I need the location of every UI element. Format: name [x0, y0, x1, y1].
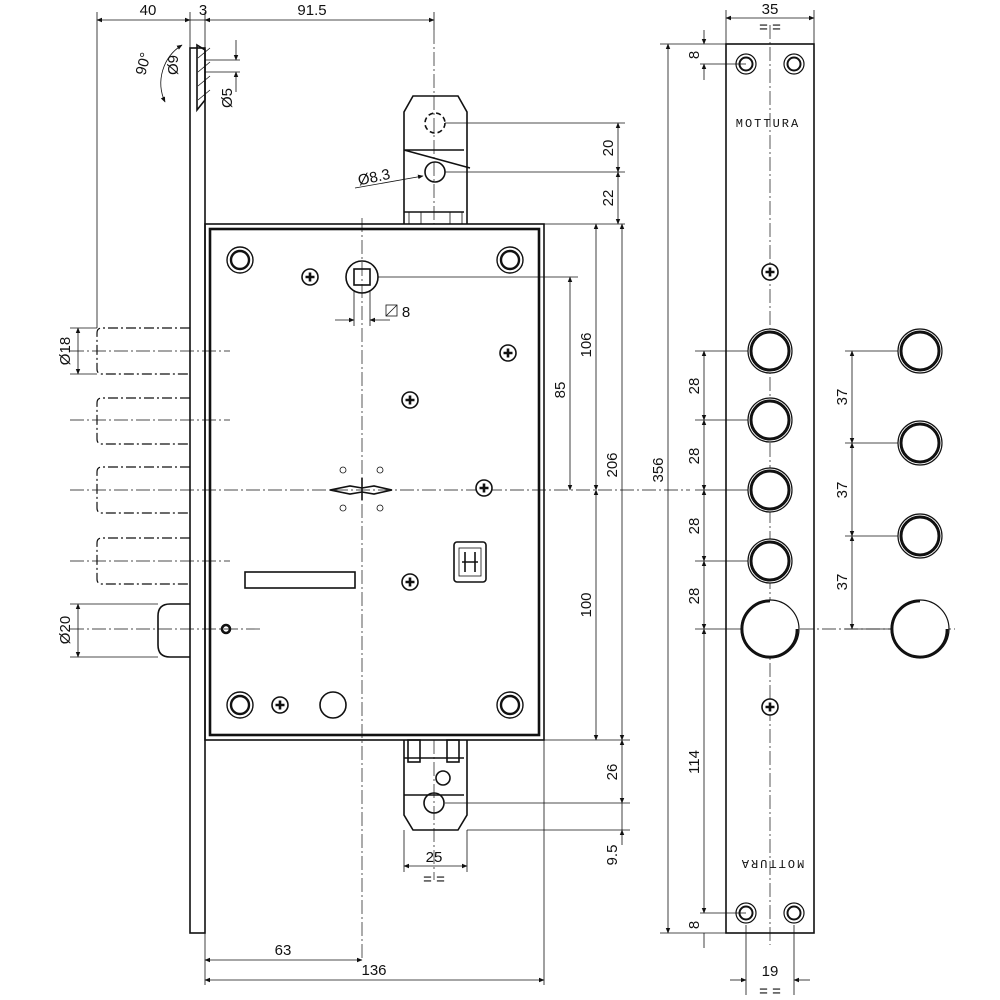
dim-dia-5: Ø5: [219, 88, 236, 108]
deadbolts: [70, 327, 230, 585]
dim-85: 85: [552, 382, 569, 399]
dim-equal-bottom: = =: [423, 871, 445, 888]
dim-backset-40: 40: [140, 2, 157, 19]
strip-hole-bottom-right: [783, 902, 805, 924]
latch-hole: [740, 599, 800, 659]
screw-icon: [474, 478, 494, 498]
screw-icon: [760, 262, 780, 282]
dim-206: 206: [604, 452, 621, 477]
screw-icon: [400, 390, 420, 410]
brand-label-bottom: MOTTURA: [740, 856, 804, 870]
dim-pitch-28-4: 28: [686, 588, 703, 605]
dim-pitch-37-2: 37: [834, 482, 851, 499]
dim-bottom-8: 8: [686, 921, 703, 929]
lock-case-inner: [208, 227, 541, 737]
dim-equal-strip: = =: [759, 983, 781, 1000]
bottom-tongue: [403, 740, 468, 831]
dim-pitch-37-3: 37: [834, 574, 851, 591]
bolt-hole-2: [746, 396, 794, 444]
dim-strip-35: 35: [762, 1, 779, 18]
lock-case: [204, 223, 545, 741]
mechanism-block: [453, 541, 487, 583]
dim-dia-9: Ø9: [165, 55, 182, 75]
top-tongue-hole-upper: [424, 112, 446, 134]
dim-106: 106: [578, 332, 595, 357]
dim-strip-19: 19: [762, 963, 779, 980]
dim-356: 356: [650, 457, 667, 482]
dim-pitch-28-2: 28: [686, 448, 703, 465]
dim-pitch-28-3: 28: [686, 518, 703, 535]
alt-latch: [890, 599, 950, 659]
bottom-tongue-hole-upper: [435, 770, 451, 786]
dim-22: 22: [600, 190, 617, 207]
dim-dia-20: Ø20: [57, 616, 74, 644]
lock-dimensions: 40 3 91.5 90° Ø9 Ø5 20 22 Ø8.3 Ø18 8: [57, 2, 630, 985]
dim-top-8: 8: [686, 51, 703, 59]
dim-25: 25: [426, 849, 443, 866]
mount-hole-bottom-right: [495, 690, 525, 720]
brand-label-top: MOTTURA: [736, 117, 800, 131]
lock-body: [70, 30, 690, 960]
alt-bolt-2: [896, 419, 944, 467]
latch-bolt: [157, 603, 190, 658]
dim-136: 136: [361, 962, 386, 979]
screw-icon: [498, 343, 518, 363]
cylinder-cam: [329, 466, 393, 512]
screw-icon: [760, 697, 780, 717]
dim-91-5: 91.5: [297, 2, 326, 19]
dim-9-5: 9.5: [604, 845, 621, 866]
dim-pitch-37-1: 37: [834, 389, 851, 406]
face-strip: MOTTURA MOTTURA 35 = = 19 = = 356: [650, 1, 815, 1000]
dim-26: 26: [604, 764, 621, 781]
dim-100: 100: [578, 592, 595, 617]
strip-hole-top-right: [783, 53, 805, 75]
bolt-hole-4: [746, 537, 794, 585]
alt-bolt-1: [896, 327, 944, 375]
mount-hole-bottom-centre: [319, 691, 347, 719]
alt-bolt-column: 37 37 37: [800, 327, 955, 659]
dim-dia-18: Ø18: [57, 337, 74, 365]
dim-63: 63: [275, 942, 292, 959]
mount-hole-top-left: [225, 245, 255, 275]
dim-114: 114: [686, 750, 703, 774]
alt-bolt-3: [896, 512, 944, 560]
dim-20-top: 20: [600, 140, 617, 157]
bolt-hole-1: [746, 327, 794, 375]
dim-equal-top: = =: [759, 19, 781, 36]
dim-square-8: 8: [402, 304, 410, 321]
screw-icon: [270, 695, 290, 715]
dim-dia-8-3: Ø8.3: [356, 166, 391, 189]
screw-icon: [300, 267, 320, 287]
bolt-hole-3: [746, 466, 794, 514]
spindle-square: [353, 268, 371, 286]
dim-angle-90: 90°: [133, 51, 155, 77]
top-tongue-hole-lower: [424, 161, 446, 183]
dim-pitch-28-1: 28: [686, 378, 703, 395]
screw-icon: [400, 572, 420, 592]
mount-hole-bottom-left: [225, 690, 255, 720]
dim-faceplate-3: 3: [199, 2, 207, 19]
lever-slot: [244, 571, 356, 589]
faceplate: [189, 47, 206, 934]
mount-hole-top-right: [495, 245, 525, 275]
top-tongue: [403, 95, 468, 224]
